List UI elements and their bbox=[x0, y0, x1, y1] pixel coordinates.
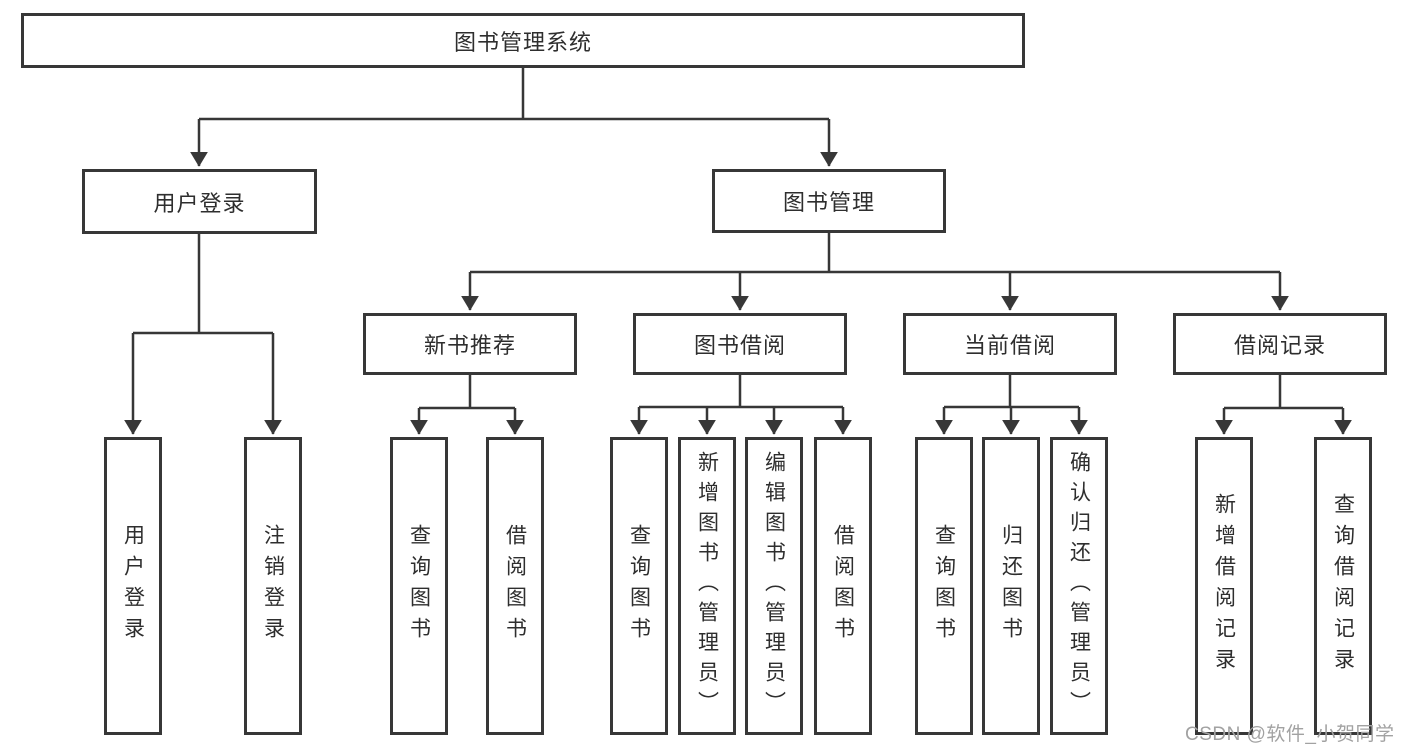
node-book-borrow: 图书借阅 bbox=[633, 313, 847, 375]
leaf-confirm-return-admin: 确认归还（管理员） bbox=[1050, 437, 1108, 735]
node-book-management: 图书管理 bbox=[712, 169, 946, 233]
leaf-user-login: 用户登录 bbox=[104, 437, 162, 735]
node-borrow-records-label: 借阅记录 bbox=[1233, 333, 1326, 358]
node-root: 图书管理系统 bbox=[21, 13, 1025, 68]
leaf-borrow-query-books: 查询图书 bbox=[610, 437, 668, 735]
leaf-query-borrow-record: 查询借阅记录 bbox=[1314, 437, 1372, 735]
node-root-label: 图书管理系统 bbox=[453, 29, 592, 55]
leaf-borrow-query-books-label: 查询图书 bbox=[627, 524, 651, 648]
leaf-add-borrow-record: 新增借阅记录 bbox=[1195, 437, 1253, 735]
leaf-recommend-borrow-books-label: 借阅图书 bbox=[503, 524, 527, 648]
leaf-user-login-label: 用户登录 bbox=[121, 524, 145, 648]
leaf-return-books: 归还图书 bbox=[982, 437, 1040, 735]
leaf-current-query-books: 查询图书 bbox=[915, 437, 973, 735]
leaf-borrow-books: 借阅图书 bbox=[814, 437, 872, 735]
node-borrow-records: 借阅记录 bbox=[1173, 313, 1387, 375]
leaf-query-borrow-record-label: 查询借阅记录 bbox=[1331, 493, 1355, 679]
leaf-logout-label: 注销登录 bbox=[261, 524, 285, 648]
node-current-borrow: 当前借阅 bbox=[903, 313, 1117, 375]
node-book-borrow-label: 图书借阅 bbox=[693, 333, 786, 358]
leaf-recommend-query-books-label: 查询图书 bbox=[407, 524, 431, 648]
leaf-borrow-books-label: 借阅图书 bbox=[831, 524, 855, 648]
leaf-recommend-borrow-books: 借阅图书 bbox=[486, 437, 544, 735]
leaf-logout: 注销登录 bbox=[244, 437, 302, 735]
leaf-current-query-books-label: 查询图书 bbox=[932, 524, 956, 648]
node-book-management-label: 图书管理 bbox=[782, 190, 875, 215]
leaf-return-books-label: 归还图书 bbox=[999, 524, 1023, 648]
leaf-add-books-admin-label: 新增图书（管理员） bbox=[695, 451, 719, 721]
leaf-edit-books-admin-label: 编辑图书（管理员） bbox=[762, 451, 786, 721]
node-new-book-recommend: 新书推荐 bbox=[363, 313, 577, 375]
csdn-watermark: CSDN @软件_小贺同学 bbox=[1185, 724, 1395, 745]
leaf-add-borrow-record-label: 新增借阅记录 bbox=[1212, 493, 1236, 679]
leaf-recommend-query-books: 查询图书 bbox=[390, 437, 448, 735]
node-user-login-label: 用户登录 bbox=[153, 190, 246, 216]
node-new-book-recommend-label: 新书推荐 bbox=[423, 333, 516, 358]
node-current-borrow-label: 当前借阅 bbox=[963, 333, 1056, 358]
leaf-add-books-admin: 新增图书（管理员） bbox=[678, 437, 736, 735]
leaf-confirm-return-admin-label: 确认归还（管理员） bbox=[1067, 451, 1091, 721]
node-user-login: 用户登录 bbox=[82, 169, 317, 234]
leaf-edit-books-admin: 编辑图书（管理员） bbox=[745, 437, 803, 735]
